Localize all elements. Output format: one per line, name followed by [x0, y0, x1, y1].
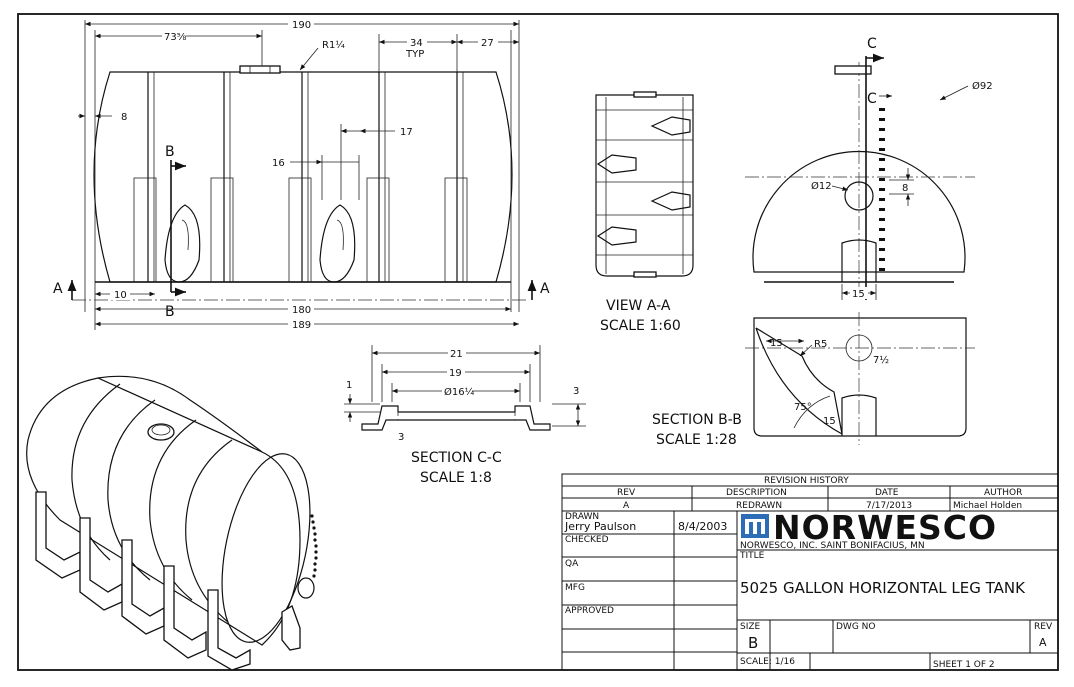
view-aa-title: VIEW A-A: [606, 298, 671, 314]
title-block: REVISION HISTORY REV DESCRIPTION DATE AU…: [561, 473, 1059, 671]
scale-text: SCALE: 1/16: [740, 657, 795, 667]
drawn-date: 8/4/2003: [678, 520, 727, 533]
dim-end-gap: 27: [481, 38, 494, 49]
date-value: 7/17/2013: [866, 501, 912, 511]
dim-pitch: 34: [410, 38, 423, 49]
date-column-header: DATE: [875, 488, 899, 498]
end-view: C C Ø92 Ø12 8 15: [745, 36, 993, 300]
drawing-title: 5025 GALLON HORIZONTAL LEG TANK: [740, 579, 1026, 597]
section-marker-a-right: A: [540, 281, 550, 297]
rev-column-header: REV: [617, 488, 636, 498]
author-value: Michael Holden: [953, 501, 1022, 511]
norwesco-logo: NORWESCO: [741, 508, 997, 547]
approved-label: APPROVED: [565, 606, 614, 616]
size-value: B: [748, 634, 758, 652]
isometric-view: [26, 375, 318, 671]
dim-overall-190: 190: [292, 20, 311, 31]
section-bb: 15 R5 7½ 75° 15 SECTION B-B SCALE 1:28: [652, 312, 975, 448]
dim-left-8: 8: [121, 112, 127, 123]
checked-label: CHECKED: [565, 535, 609, 545]
dim-15-side: 15: [852, 289, 865, 300]
section-marker-b-top: B: [165, 144, 175, 160]
sheet-border: [17, 13, 1059, 671]
rev-block-value: A: [1039, 636, 1047, 649]
revision-history-heading: REVISION HISTORY: [764, 476, 849, 486]
drawn-name: Jerry Paulson: [564, 520, 636, 533]
section-bb-title: SECTION B-B: [652, 412, 742, 428]
dwg-no-label: DWG NO: [836, 622, 875, 632]
section-bb-scale: SCALE 1:28: [656, 432, 737, 448]
dim-radius-top: R1¼: [322, 39, 345, 51]
view-aa-scale: SCALE 1:60: [600, 318, 681, 334]
description-column-header: DESCRIPTION: [726, 488, 787, 498]
company-address: NORWESCO, INC. SAINT BONIFACIUS, MN: [740, 541, 925, 551]
title-label: TITLE: [739, 551, 765, 561]
front-view: 190 73⅝ R1¼ 34 TYP 27 8 17 16: [53, 18, 550, 331]
dim-cc-19: 19: [449, 368, 462, 379]
iso-gauge-marks: [310, 514, 318, 578]
sheet-text: SHEET 1 OF 2: [933, 660, 995, 670]
dim-pitch-note: TYP: [405, 49, 424, 60]
dim-bb-15-low: 15: [823, 416, 836, 427]
logo-wordmark: NORWESCO: [773, 508, 997, 547]
section-marker-a-left: A: [53, 281, 63, 297]
dim-189: 189: [292, 320, 311, 331]
dim-cc-1: 1: [346, 380, 352, 391]
dim-cc-21: 21: [450, 349, 463, 360]
section-marker-c-top: C: [867, 36, 877, 52]
dim-cc-3-right: 3: [573, 386, 579, 397]
qa-label: QA: [565, 559, 579, 569]
author-column-header: AUTHOR: [984, 488, 1022, 498]
section-cc: 21 19 Ø16¼ 1 3 3 SECTION C-C SCALE 1:8: [344, 345, 586, 486]
section-marker-b-bottom: B: [165, 304, 175, 320]
dim-bb-7half: 7½: [873, 354, 889, 366]
gauge-marks: [879, 108, 885, 271]
dim-cc-diameter: Ø16¼: [444, 386, 475, 398]
rev-block-label: REV: [1034, 622, 1053, 632]
dim-diameter-12: Ø12: [811, 180, 832, 192]
section-cc-scale: SCALE 1:8: [420, 470, 492, 486]
size-label: SIZE: [740, 622, 761, 632]
dim-cc-3-bottom: 3: [398, 432, 404, 443]
dim-bb-angle: 75°: [794, 402, 812, 413]
dim-16: 16: [272, 158, 285, 169]
mfg-label: MFG: [565, 583, 585, 593]
dim-bb-r5: R5: [814, 339, 827, 350]
drawn-label: DRAWN: [565, 512, 599, 522]
dim-10: 10: [114, 290, 127, 301]
dim-8-side: 8: [902, 183, 908, 194]
dim-17: 17: [400, 127, 413, 138]
section-cc-title: SECTION C-C: [411, 450, 502, 466]
section-marker-c-inner: C: [867, 91, 877, 107]
dim-bb-15: 15: [770, 338, 783, 349]
dim-diameter-92: Ø92: [972, 80, 993, 92]
description-value: REDRAWN: [736, 501, 782, 511]
view-aa: VIEW A-A SCALE 1:60: [595, 91, 694, 334]
dim-to-fitting: 73⅝: [164, 32, 187, 43]
dim-180: 180: [292, 305, 311, 316]
rev-value: A: [623, 501, 630, 511]
